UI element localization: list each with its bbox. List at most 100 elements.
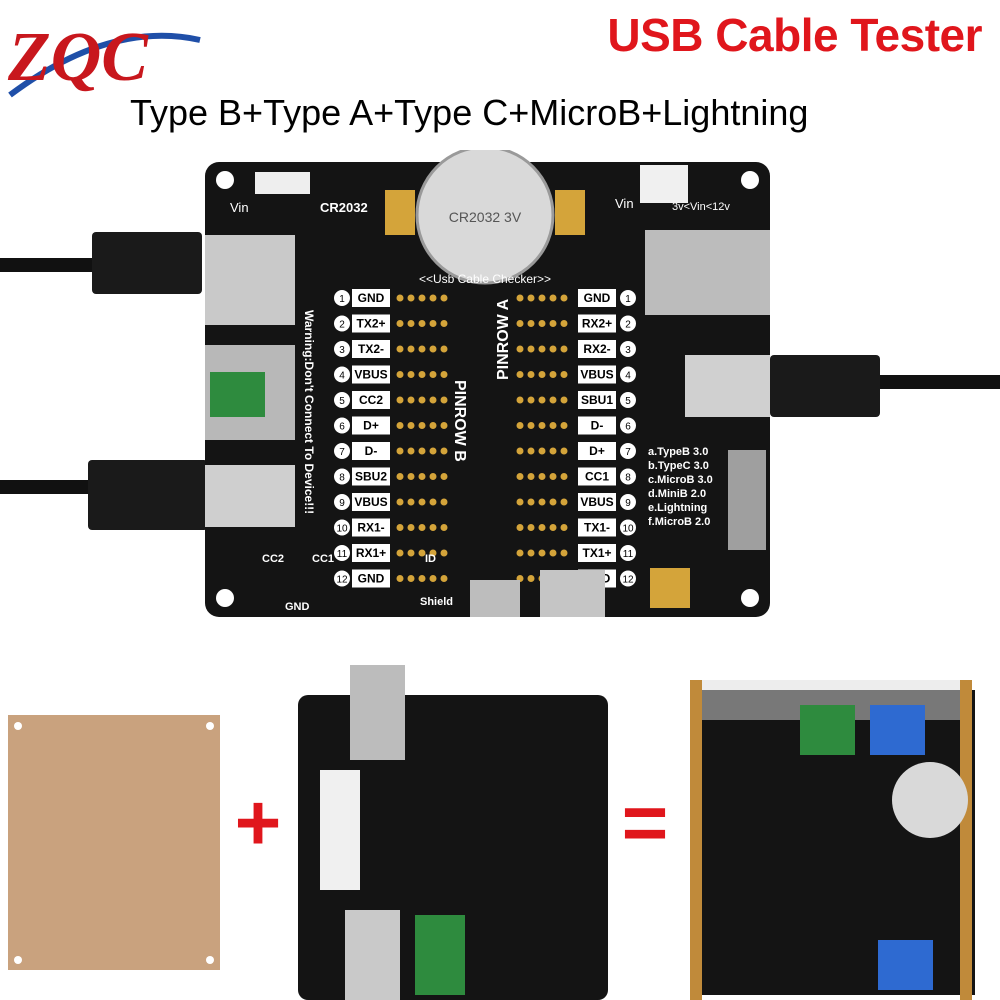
logo-text: ZQC [7, 19, 149, 96]
pin-number [334, 290, 350, 306]
pin-pad [407, 498, 415, 506]
bottom-label: Shield [420, 596, 453, 608]
pin-label: VBUS [354, 368, 387, 382]
pin-pad [418, 524, 426, 531]
pin-pad [440, 473, 448, 480]
pin-label: VBUS [580, 368, 613, 382]
mount-hole [741, 171, 759, 189]
pin-pad [549, 447, 557, 455]
plus-sign: + [235, 778, 282, 867]
pin-pad [440, 549, 448, 557]
pin-pad [407, 345, 415, 353]
vin-right-label: Vin [615, 196, 634, 211]
pin-pad [538, 396, 546, 404]
coin-battery [415, 150, 555, 285]
checker-title: <<Usb Cable Checker>> [419, 272, 551, 286]
page-subtitle: Type B+Type A+Type C+MicroB+Lightning [130, 92, 809, 133]
pin-label-box [352, 314, 390, 333]
pin-pad [560, 371, 568, 378]
pin-label-box [352, 493, 390, 511]
pin-number [620, 519, 636, 536]
pin-pad [516, 320, 524, 327]
pin-number [620, 570, 636, 587]
pin-label: SBU2 [355, 470, 387, 484]
pin-pad [560, 320, 568, 327]
pin-pad [516, 549, 524, 557]
coin-battery-assembled [892, 762, 968, 838]
pin-number [334, 468, 350, 485]
pin-number-text: 4 [625, 371, 631, 382]
pin-label: SBU1 [581, 393, 613, 407]
bottom-label: CC1 [312, 553, 334, 565]
pin-pad [560, 396, 568, 404]
pin-pad [527, 320, 535, 327]
cable-plug-right [770, 355, 880, 417]
pin-label-box [578, 493, 616, 511]
pin-pad [440, 345, 448, 353]
usb-c-port-left [205, 465, 295, 527]
pin-pad [440, 498, 448, 506]
pin-pad [560, 422, 568, 429]
pin-label: TX1- [584, 521, 610, 535]
pin-number [334, 570, 350, 587]
pin-number [620, 290, 636, 306]
vin-range-label: 3v<Vin<12v [672, 201, 730, 213]
pin-pad [549, 371, 557, 378]
pin-label-box [578, 544, 616, 562]
pin-label-box [578, 416, 616, 435]
pin-number [334, 392, 350, 408]
pin-number [334, 494, 350, 510]
pin-label-box [578, 467, 616, 486]
port-type-item: e.Lightning [648, 502, 707, 514]
pin-pad [527, 524, 535, 531]
pin-pad [407, 396, 415, 404]
pin-number [620, 494, 636, 510]
pin-pad [560, 524, 568, 531]
pin-pad [538, 345, 546, 353]
pin-pad [549, 498, 557, 506]
pin-label-box [578, 442, 616, 460]
pin-number [620, 366, 636, 383]
pin-label: RX2+ [582, 317, 612, 331]
micro-b3-port [728, 450, 766, 550]
standoff-right [960, 680, 972, 1000]
brand-logo: ZQC [7, 19, 201, 98]
pin-label: TX1+ [582, 546, 611, 560]
pin-number [620, 468, 636, 485]
usb-c-port-right [685, 355, 770, 417]
pin-label: RX1- [357, 521, 384, 535]
battery-clip-left [385, 190, 415, 235]
pin-label-box [352, 544, 390, 562]
pin-pad [440, 422, 448, 429]
pin-pad [516, 473, 524, 480]
pin-pad [516, 396, 524, 404]
pin-pad [516, 524, 524, 531]
pin-pad [516, 294, 524, 302]
pin-number-text: 10 [336, 524, 348, 535]
battery-holder-rotated [320, 770, 360, 890]
pin-pad [429, 447, 437, 455]
pin-pad [538, 473, 546, 480]
pin-label: RX2- [583, 342, 610, 356]
pin-pad [418, 294, 426, 302]
pin-pad [527, 447, 535, 455]
pin-label-box [352, 365, 390, 384]
pin-pad [538, 294, 546, 302]
pin-pad [538, 422, 546, 429]
pin-label-box [352, 391, 390, 409]
pin-pad [418, 320, 426, 327]
pin-pad [538, 447, 546, 455]
pin-pad [429, 549, 437, 557]
pin-number-text: 8 [339, 473, 345, 484]
cable-left-top [0, 258, 100, 272]
pin-pad [527, 549, 535, 557]
pin-pad [396, 447, 404, 455]
pin-number-text: 5 [625, 396, 631, 407]
pin-pad [549, 294, 557, 302]
pin-pad [538, 371, 546, 378]
usb-b-port-rotated [350, 665, 405, 760]
port-type-item: c.MicroB 3.0 [648, 474, 713, 486]
pinrow-a-label: PINROW A [495, 298, 512, 380]
equals-sign: = [622, 778, 669, 867]
